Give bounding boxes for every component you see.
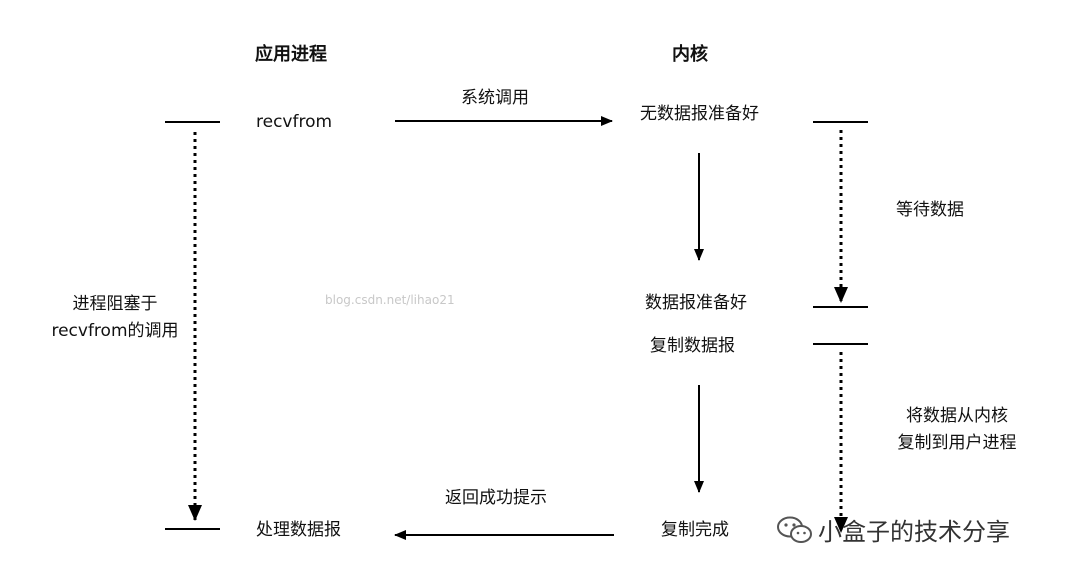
brand: 小盒子的技术分享 [776,512,1010,547]
process-datagram-label: 处理数据报 [256,520,341,540]
syscall-label: 系统调用 [461,88,529,108]
wechat-icon [777,516,812,543]
return-success-label: 返回成功提示 [445,488,547,508]
copy-phase-label: 将数据从内核 复制到用户进程 [872,408,1042,452]
copy-complete-label: 复制完成 [661,520,729,540]
kernel-header: 内核 [672,44,708,65]
no-datagram-ready-label: 无数据报准备好 [640,104,759,124]
datagram-ready-label: 数据报准备好 [645,293,747,313]
blocked-label-line2: recvfrom的调用 [51,321,179,341]
copy-phase-line2: 复制到用户进程 [897,433,1017,453]
wait-data-label: 等待数据 [896,200,964,220]
copy-datagram-label: 复制数据报 [650,336,735,356]
watermark: blog.csdn.net/lihao21 [325,293,455,307]
brand-label: 小盒子的技术分享 [818,518,1010,546]
copy-phase-line1: 将数据从内核 [906,406,1008,426]
blocked-label: 进程阻塞于 recvfrom的调用 [40,296,190,340]
blocked-label-line1: 进程阻塞于 [72,294,158,314]
recvfrom-label: recvfrom [256,112,333,132]
app-process-header: 应用进程 [255,44,327,65]
